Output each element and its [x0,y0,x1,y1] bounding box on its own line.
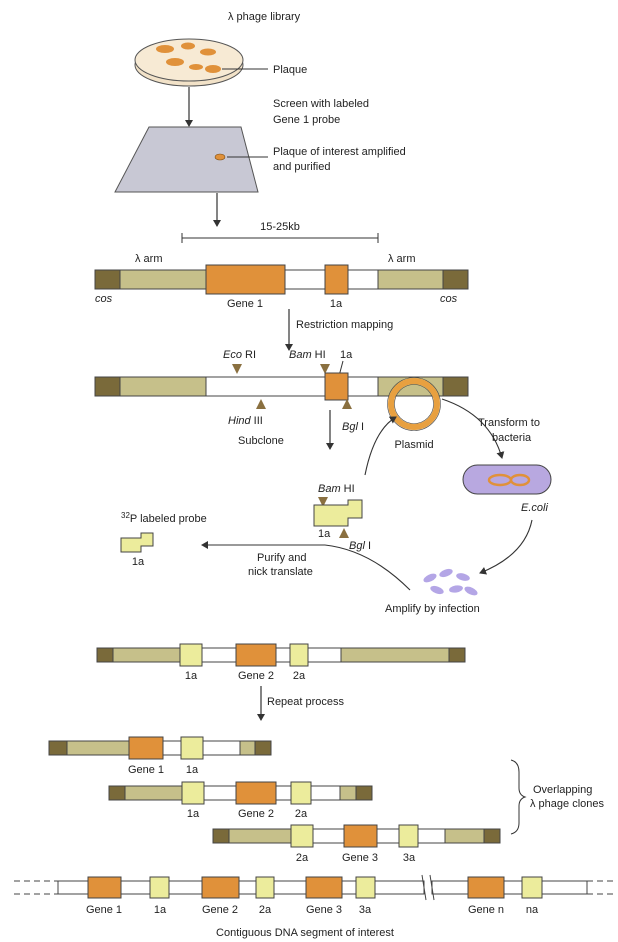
contig-map [14,874,615,901]
overlap-clone-2 [108,781,373,805]
contig-gene-2: Gene 2 [202,904,238,916]
bamhi-site-marker [320,364,330,374]
frag-bamhi-label: Bam HI [318,483,355,495]
arm-right-label: λ arm [388,253,416,265]
screen-label-1: Screen with labeled [273,98,369,110]
petri-dish [134,38,244,87]
cos-right [442,269,469,290]
clone-2-gene-label: Gene 2 [238,808,274,820]
membrane-filter [114,126,259,193]
cos-right-label: cos [440,293,458,305]
ecori-label: Eco RI [223,349,256,361]
bamhi-label: Bam HI [289,349,326,361]
gene-1-box [205,264,286,295]
plaque-spot [189,64,203,70]
overlap-clone-3 [212,824,501,848]
interest-label-2: and purified [273,161,331,173]
plaque-label: Plaque [273,64,307,76]
purify-label-1: Purify and [257,552,307,564]
arrow-transform [441,398,505,459]
cos-left-label: cos [95,293,113,305]
subcloned-fragment [313,499,363,527]
transform-label-1: Transform to [478,417,540,429]
transform-label-2: bacteria [492,432,532,444]
clone-1-1a-label: 1a [186,764,199,776]
probe-1a-label: 1a [132,556,145,568]
plaque-spot [181,42,195,50]
purify-label-2: nick translate [248,566,313,578]
phage-particles [423,568,478,596]
interest-label-1: Plaque of interest amplified [273,146,406,158]
contig-3a: 3a [359,904,372,916]
arrow-to-plasmid [364,416,397,476]
frag-bgli-marker [339,528,349,538]
contig-gene-n: Gene n [468,904,504,916]
plaque-spot [156,45,174,53]
size-label: 15-25kb [260,221,300,233]
clone-1a-label: 1a [330,298,343,310]
contig-caption: Contiguous DNA segment of interest [216,927,394,939]
cos-left [94,269,121,290]
plasmid-label: Plasmid [394,439,433,451]
break-mark [421,874,435,901]
subclone-label: Subclone [238,435,284,447]
contig-2a: 2a [259,904,272,916]
ecoli-label: E.coli [521,502,548,514]
hindiii-site-marker [256,399,266,409]
walk-label-1a: 1a [185,670,198,682]
arrow-amplify [479,519,533,575]
overlap-brace [510,759,527,835]
library-title: λ phage library [228,11,301,23]
overlap-note-1: Overlapping [533,784,592,796]
plaque-of-interest [214,153,226,161]
screen-label-2: Gene 1 probe [273,114,340,126]
plaque-spot [200,48,216,56]
hindiii-label: Hind III [228,415,263,427]
ecoli-cell [462,464,552,495]
probe-1a-box [324,372,349,401]
overlap-note-2: λ phage clones [530,798,604,810]
clone-3-3a-label: 3a [403,852,416,864]
clone-2-2a-label: 2a [295,808,308,820]
clone-3-gene-label: Gene 3 [342,852,378,864]
restriction-map [94,372,469,401]
clone-1-gene-label: Gene 1 [128,764,164,776]
contig-gene-3: Gene 3 [306,904,342,916]
clone-3-2a-label: 2a [296,852,309,864]
gene-1-label: Gene 1 [227,298,263,310]
frag-bamhi-marker [318,497,328,507]
lambda-arm-right [377,269,444,290]
mapping-label: Restriction mapping [296,319,393,331]
arm-left-label: λ arm [135,253,163,265]
map-1a-label: 1a [340,349,353,361]
bgli-label: Bgl I [342,421,364,433]
amplify-label: Amplify by infection [385,603,480,615]
size-bracket [181,233,379,243]
ecori-site-marker [232,364,242,374]
contig-gene-1: Gene 1 [86,904,122,916]
contig-1a: 1a [154,904,167,916]
plaque-spot [166,58,184,66]
walk-label-gene-2: Gene 2 [238,670,274,682]
labeled-probe-title: 32P labeled probe [121,511,207,525]
probe-1a-box [324,264,349,295]
frag-bgli-label: Bgl I [349,540,371,552]
labeled-probe-fragment [120,532,154,553]
lambda-arm-left [119,269,207,290]
plasmid-ring [388,378,440,430]
clone-1-map [94,264,469,295]
frag-1a-label: 1a [318,528,331,540]
bgli-site-marker [342,399,352,409]
walk-clone-map [96,643,466,667]
repeat-label: Repeat process [267,696,345,708]
clone-2-1a-label: 1a [187,808,200,820]
contig-na: na [526,904,539,916]
walk-label-2a: 2a [293,670,306,682]
plaque-spot [205,65,221,73]
overlap-clone-1 [48,736,272,760]
arrow-return-curve [324,544,411,591]
